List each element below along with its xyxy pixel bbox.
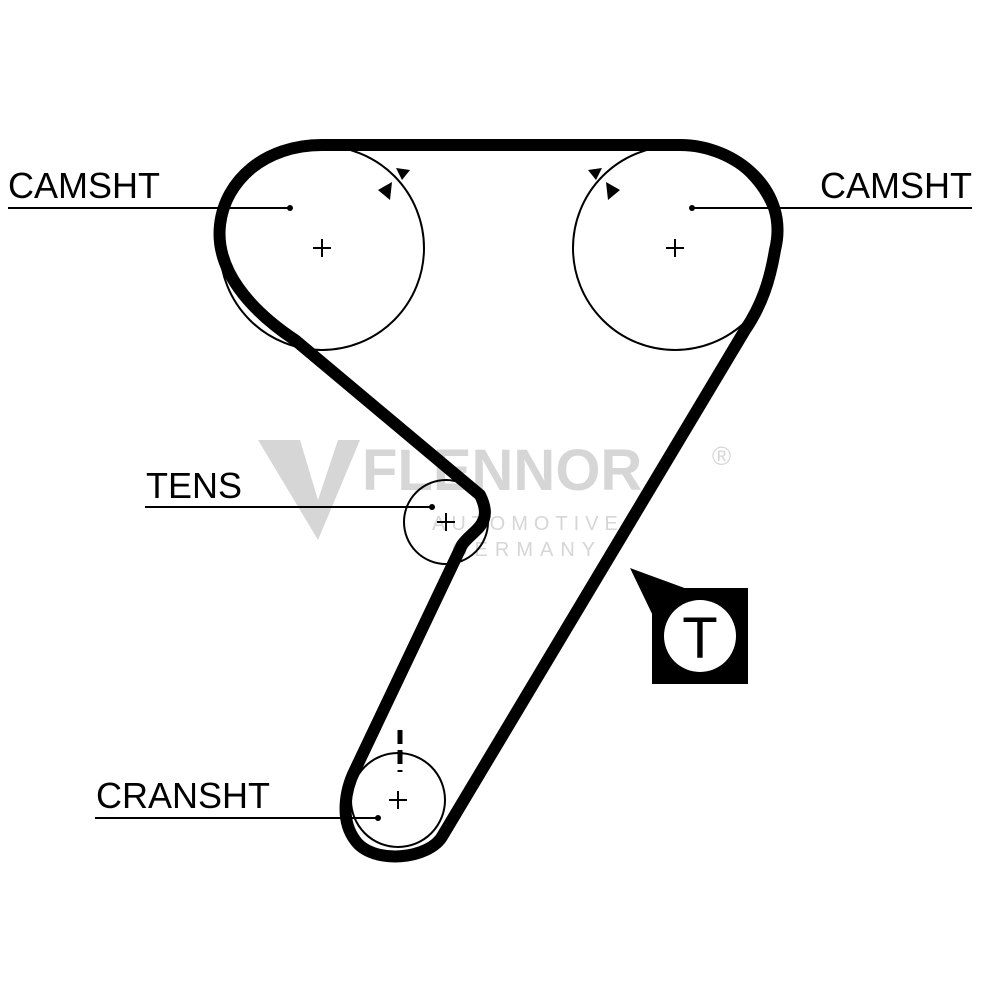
- camshaft-left-label: CAMSHT: [8, 165, 160, 206]
- camshaft-left-timing-mark: [378, 182, 392, 200]
- watermark-logo-mark: [258, 440, 360, 540]
- crankshaft-sprocket: [350, 730, 446, 848]
- tensioner-pulley: [403, 479, 489, 565]
- tensioner-badge-circle: [664, 600, 736, 672]
- watermark-brand: FLENNOR: [362, 438, 642, 503]
- camshaft-right-label: CAMSHT: [820, 165, 972, 206]
- camshaft-right-leader-dot: [689, 205, 695, 211]
- watermark-registered: ®: [712, 441, 731, 471]
- crankshaft-center-cross: [389, 791, 407, 809]
- watermark-line-2: GERMANY: [452, 539, 602, 561]
- camshaft-left-sprocket: [219, 145, 425, 351]
- camshaft-left-leader-dot: [287, 205, 293, 211]
- tensioner-badge: T: [630, 568, 748, 684]
- camshaft-left-circle: [219, 145, 425, 351]
- timing-belt: [213, 139, 784, 863]
- tensioner-center-cross: [437, 513, 455, 531]
- camshaft-right-timing-mark: [606, 182, 620, 200]
- crankshaft-label: CRANSHT: [96, 775, 270, 816]
- brand-watermark: FLENNOR ® AUTOMOTIVE GERMANY: [258, 438, 731, 561]
- camshaft-right-timing-mark-2: [588, 168, 602, 180]
- camshaft-left-timing-mark-2: [396, 168, 410, 180]
- camshaft-right-circle: [572, 145, 778, 351]
- camshaft-left-center-cross: [313, 239, 331, 257]
- crankshaft-leader-dot: [375, 815, 381, 821]
- tensioner-circle: [403, 479, 489, 565]
- watermark-line-1: AUTOMOTIVE: [432, 513, 624, 535]
- tensioner-label: TENS: [146, 465, 242, 506]
- tensioner-badge-letter: T: [682, 606, 717, 671]
- camshaft-right-center-cross: [666, 239, 684, 257]
- tensioner-leader-dot: [429, 504, 435, 510]
- camshaft-right-sprocket: [572, 145, 778, 351]
